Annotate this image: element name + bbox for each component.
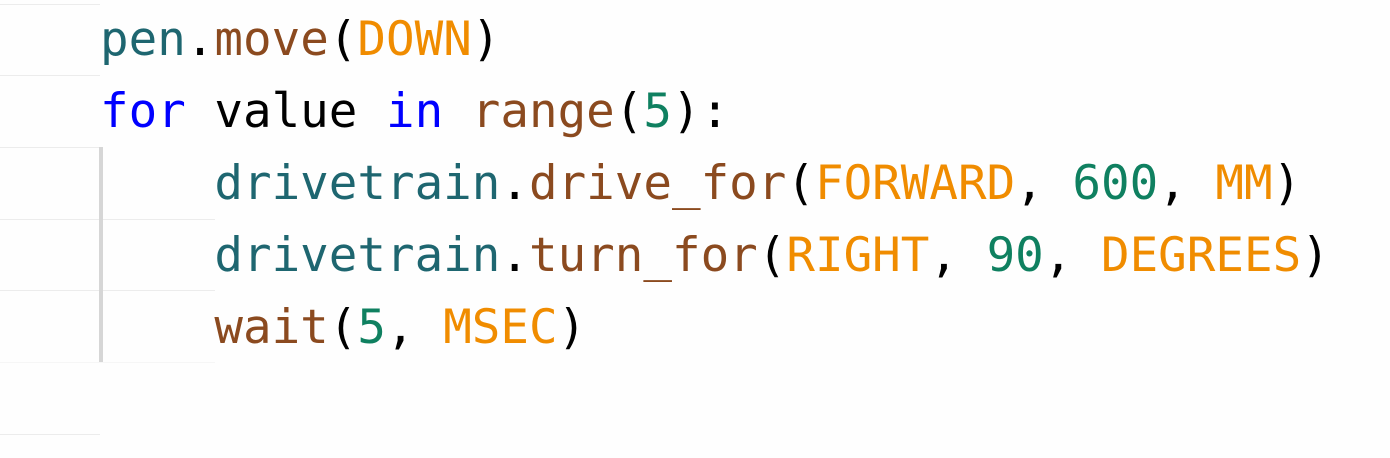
token-keyword: for [100,84,186,139]
token-number: 5 [357,300,386,355]
indent-guide [99,147,103,362]
token-punct: ) [1301,228,1330,283]
token-punct: ( [614,84,644,139]
token-punct: , [1158,156,1216,211]
token-object: drivetrain [214,228,501,283]
token-space [443,84,472,139]
token-punct: ( [328,12,358,67]
token-number: 5 [643,84,673,139]
token-punct: ( [328,300,358,355]
token-constant: DOWN [357,12,472,67]
line-separator [0,147,100,148]
line-separator [0,75,100,76]
token-constant: MM [1215,156,1273,211]
token-function: turn_for [528,228,758,283]
token-identifier: value [185,84,386,139]
token-keyword: in [385,84,444,139]
token-punct: . [185,12,215,67]
token-indent [100,156,214,211]
line-separator [0,362,215,363]
token-punct: ( [786,156,815,211]
code-line-1[interactable]: pen.move(DOWN) [100,4,500,76]
token-punct: ( [757,228,787,283]
token-function: drive_for [528,156,787,211]
token-number: 90 [986,228,1044,283]
token-punct: . [500,228,529,283]
token-punct: , [386,300,444,355]
code-line-3[interactable]: drivetrain.drive_for(FORWARD, 600, MM) [100,148,1301,220]
token-punct: , [1015,156,1073,211]
token-punct: ): [672,84,730,139]
token-object: pen [100,12,186,67]
token-indent [100,228,214,283]
token-function: move [214,12,329,67]
token-punct: , [1043,228,1101,283]
token-punct: ) [1272,156,1302,211]
token-constant: FORWARD [814,156,1016,211]
token-punct: . [500,156,529,211]
line-separator [0,434,100,435]
token-number: 600 [1072,156,1159,211]
code-line-5[interactable]: wait(5, MSEC) [100,292,586,364]
code-line-2[interactable]: for value in range(5): [100,76,729,148]
token-constant: RIGHT [786,228,930,283]
line-separator [0,4,100,5]
code-line-4[interactable]: drivetrain.turn_for(RIGHT, 90, DEGREES) [100,220,1330,292]
token-function: range [471,84,615,139]
token-constant: DEGREES [1100,228,1302,283]
token-object: drivetrain [214,156,501,211]
line-separator [0,290,215,291]
token-punct: , [929,228,987,283]
token-punct: ) [557,300,587,355]
token-punct: ) [471,12,501,67]
token-function: wait [214,300,329,355]
line-separator [0,219,215,220]
token-constant: MSEC [443,300,558,355]
token-indent [100,300,214,355]
